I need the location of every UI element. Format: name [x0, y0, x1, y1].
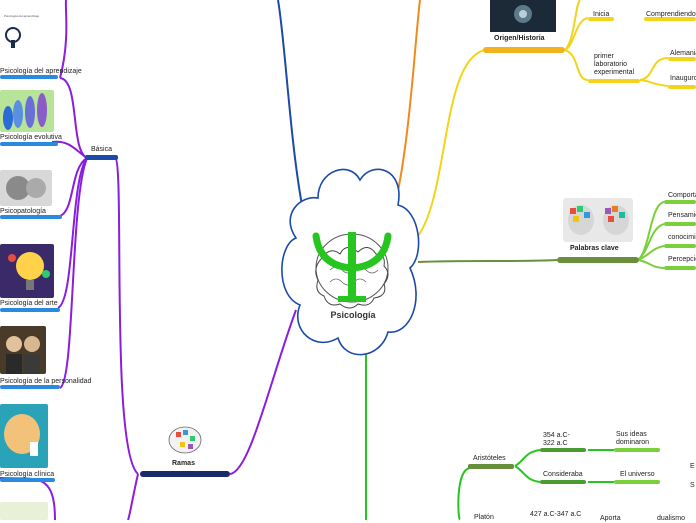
bright-green-connectors — [365, 350, 614, 520]
ramas-label[interactable]: Ramas — [172, 460, 195, 467]
extra-e-label[interactable]: E — [690, 463, 695, 470]
alemania-label[interactable]: Alemania — [670, 50, 696, 57]
node-bars — [0, 17, 696, 484]
central-title[interactable]: Psicología — [330, 310, 376, 320]
palabras-connector — [417, 259, 558, 263]
ideas-label[interactable]: Sus ideas dominaron — [616, 431, 650, 446]
evolutiva-image — [0, 90, 54, 132]
psicopatologia-image — [0, 170, 52, 206]
palabras-heads-icon — [563, 198, 633, 242]
basica-child-5[interactable]: Psicología clínica — [0, 471, 55, 478]
basica-child-4[interactable]: Psicología de la personalidad — [0, 378, 92, 385]
blue-connector — [277, 0, 303, 206]
lightgreen-connectors — [637, 201, 665, 269]
basica-child-1[interactable]: Psicología evolutiva — [0, 134, 62, 141]
clinica-image — [0, 404, 48, 468]
basica-child-3[interactable]: Psicología del arte — [0, 300, 58, 307]
psi-brain-icon — [312, 232, 392, 309]
platon-fecha[interactable]: 427 a.C-347 a.C — [530, 511, 582, 518]
basica-label[interactable]: Básica — [91, 146, 113, 153]
comprendiendo-label[interactable]: Comprendiendo — [646, 11, 696, 18]
palabras-child-1[interactable]: Pensamiento — [668, 212, 696, 219]
yellow-connectors — [414, 0, 669, 241]
platon-label[interactable]: Platón — [474, 514, 494, 521]
laboratorio-label[interactable]: primer laboratorio experimental — [594, 53, 635, 76]
bottom-left-image — [0, 502, 48, 520]
palabras-label[interactable]: Palabras clave — [570, 245, 619, 252]
personalidad-image — [0, 326, 46, 374]
considera-label[interactable]: Consideraba — [543, 471, 583, 478]
extra-s-label[interactable]: S — [690, 482, 695, 489]
inicia-label[interactable]: Inicia — [593, 11, 610, 18]
aristoteles-label[interactable]: Aristóteles — [473, 455, 506, 462]
orange-connector — [394, 0, 421, 206]
aristoteles-fecha[interactable]: 354 a.C-322 a.C — [543, 432, 570, 447]
universo-label[interactable]: El universo — [620, 471, 655, 478]
palabras-child-0[interactable]: Comportamiento — [668, 192, 696, 199]
aporta-label[interactable]: Aporta — [600, 515, 621, 522]
origen-image — [490, 0, 556, 32]
aprendizaje-icon — [2, 24, 24, 50]
arte-image — [0, 244, 54, 298]
inauguro-label[interactable]: Inauguro — [670, 75, 696, 82]
palabras-child-2[interactable]: conocimiento — [668, 234, 696, 241]
small-caption: Psicología del aprendizaje — [4, 14, 40, 18]
purple-connectors — [0, 0, 297, 520]
origen-label[interactable]: Origen/Historia — [494, 35, 545, 42]
palabras-child-3[interactable]: Percepción — [668, 256, 696, 263]
ramas-brain-icon — [168, 426, 202, 454]
dualismo-label[interactable]: dualismo — [657, 515, 686, 522]
basica-child-0[interactable]: Psicología del aprendizaje — [0, 68, 82, 75]
basica-child-2[interactable]: Psicopatología — [0, 208, 46, 215]
